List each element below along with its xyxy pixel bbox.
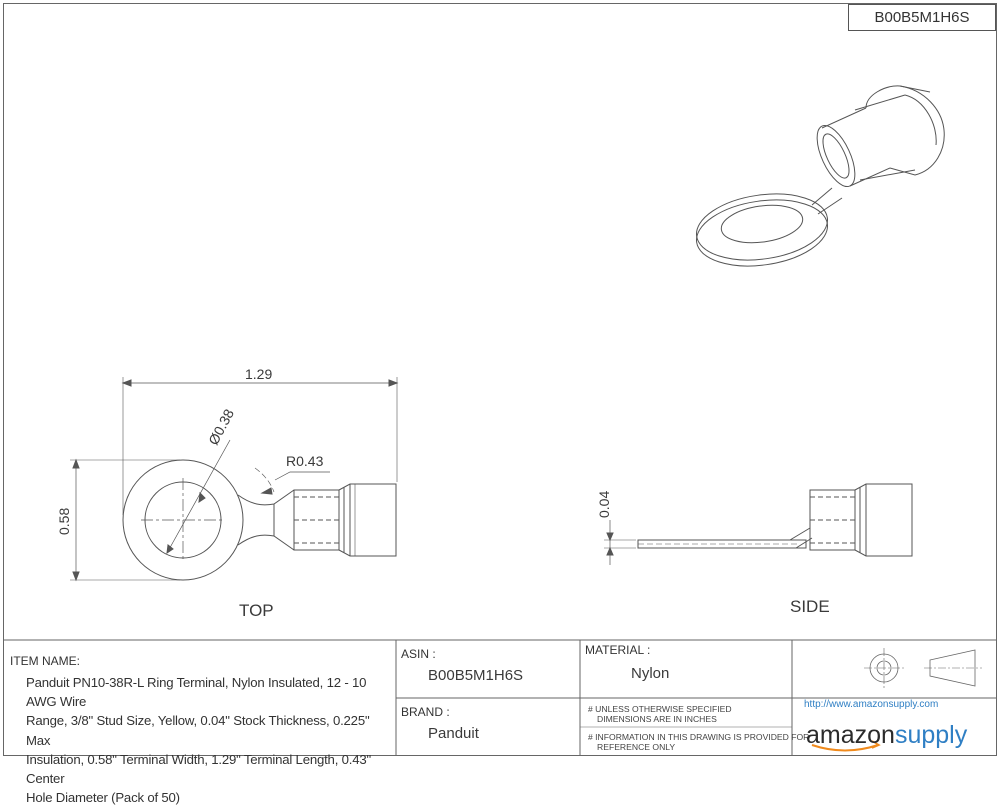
supplier-url[interactable]: http://www.amazonsupply.com	[804, 699, 939, 710]
item-name-line: Insulation, 0.58" Terminal Width, 1.29" …	[26, 751, 371, 787]
amazon-smile-icon	[811, 744, 879, 752]
note-dimensions-line2: DIMENSIONS ARE IN INCHES	[597, 714, 717, 724]
top-view	[70, 377, 399, 582]
sheet-border	[3, 3, 997, 756]
item-name-line: Range, 3/8" Stud Size, Yellow, 0.04" Sto…	[26, 713, 370, 748]
item-name-description: Panduit PN10-38R-L Ring Terminal, Nylon …	[26, 673, 396, 807]
drawing-sheet	[3, 3, 997, 756]
brand-value: Panduit	[428, 725, 479, 742]
brand-label: BRAND :	[401, 705, 450, 719]
amazon-smile-arrow-icon	[871, 740, 881, 749]
note-dimensions-line1: # UNLESS OTHERWISE SPECIFIED	[588, 704, 732, 714]
note-reference-line2: REFERENCE ONLY	[597, 742, 676, 752]
material-value: Nylon	[631, 665, 670, 682]
asin-label: ASIN :	[401, 647, 436, 661]
asin-value: B00B5M1H6S	[428, 667, 524, 684]
header-asin-code: B00B5M1H6S	[874, 9, 970, 26]
isometric-view	[695, 85, 945, 267]
amazon-supply-logo: amazonsupply	[806, 721, 967, 749]
header-asin-box: B00B5M1H6S	[848, 4, 996, 31]
dim-radius-label: R0.43	[286, 453, 324, 469]
logo-word-amazon: amazon	[806, 721, 895, 749]
note-reference-line1: # INFORMATION IN THIS DRAWING IS PROVIDE…	[588, 732, 810, 742]
top-view-label: TOP	[239, 601, 274, 620]
dim-width-label: 0.58	[56, 507, 72, 535]
side-view-label: SIDE	[790, 597, 830, 616]
dim-length-label: 1.29	[245, 366, 273, 382]
logo-word-supply: supply	[894, 721, 968, 749]
title-block	[4, 639, 996, 756]
side-view	[604, 483, 913, 565]
item-name-line: Hole Diameter (Pack of 50)	[26, 790, 180, 806]
dim-thickness-label: 0.04	[596, 490, 612, 518]
item-name-label: ITEM NAME:	[10, 654, 81, 668]
item-name-line: Panduit PN10-38R-L Ring Terminal, Nylon …	[26, 675, 367, 710]
material-label: MATERIAL :	[585, 643, 651, 657]
